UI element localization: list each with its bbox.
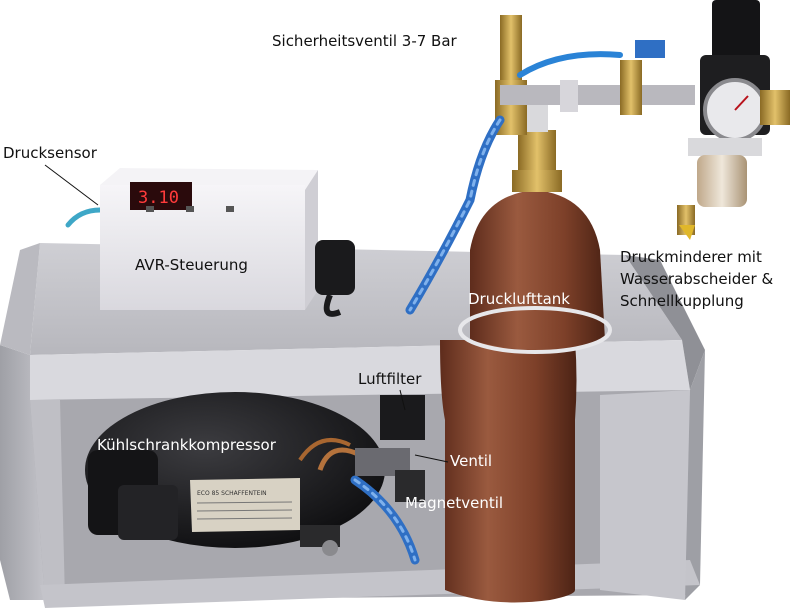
refrigerator-compressor: ECO 85 SCHAFFENTEIN	[85, 392, 385, 556]
label-drucksensor: Drucksensor	[3, 144, 97, 162]
label-ventil: Ventil	[450, 452, 493, 470]
label-avr-steuerung: AVR-Steuerung	[135, 256, 248, 274]
compressor-plate-text: ECO 85 SCHAFFENTEIN	[197, 490, 267, 497]
avr-controller-box: 3.10	[100, 168, 355, 317]
label-sicherheitsventil: Sicherheitsventil 3-7 Bar	[272, 32, 457, 50]
label-druckminderer: Druckminderer mit Wasserabscheider & Sch…	[620, 248, 774, 310]
controller-display: 3.10	[138, 188, 179, 208]
label-drucklufttank: Drucklufttank	[468, 290, 570, 308]
air-filter-and-valves	[355, 395, 425, 502]
callout-lines	[44, 164, 449, 463]
label-magnetventil: Magnetventil	[405, 494, 504, 512]
label-kuehlschrankkompressor: Kühlschrankkompressor	[97, 436, 276, 454]
air-hoses	[65, 51, 623, 565]
pressure-regulator	[677, 0, 790, 240]
air-tank	[440, 100, 612, 603]
label-luftfilter: Luftfilter	[358, 370, 422, 388]
pipe-manifold	[495, 15, 695, 135]
